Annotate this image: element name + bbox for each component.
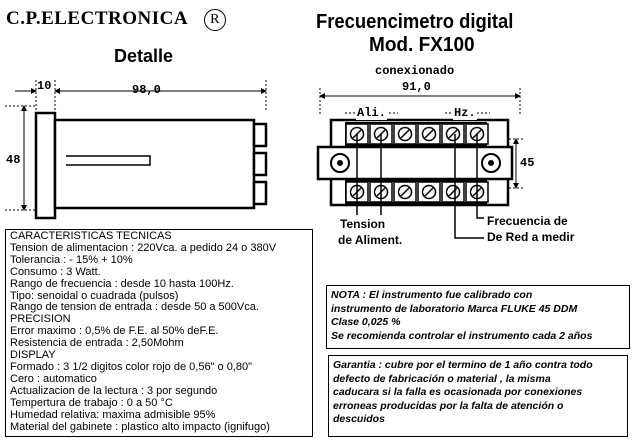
specs-line: Rango de tension de entrada : desde 50 a… — [10, 301, 259, 314]
warranty-line: descuidos — [333, 413, 385, 425]
dim-height-label: 48 — [6, 153, 21, 167]
leader-lines — [356, 134, 484, 239]
warranty-line: Garantia : cubre por el termino de 1 año… — [333, 359, 593, 371]
specs-line: Tension de alimentacion : 220Vca. a pedi… — [10, 241, 277, 254]
note-line: Se recomienda controlar el instrumento c… — [331, 329, 593, 342]
specs-line: Cero : automatico — [10, 372, 97, 385]
specs-line: Material del gabinete : plastico alto im… — [10, 420, 270, 433]
registered-mark: R — [204, 8, 227, 31]
warranty-box: Garantia : cubre por el termino de 1 año… — [328, 355, 628, 437]
screw-slot — [400, 187, 410, 197]
specs-line: Humedad relativa: maxima admisible 95% — [10, 408, 216, 421]
dim-length-label: 98,0 — [132, 83, 161, 97]
warranty-line: defecto de fabricación o material , la m… — [333, 372, 551, 385]
specs-line: Tempertura de trabajo : 0 a 50 °C — [10, 396, 173, 409]
terminal-label-ali: Ali. — [356, 106, 387, 120]
dim-front-label: 10 — [37, 79, 52, 93]
specs-line: Formado : 3 1/2 digitos color rojo de 0,… — [10, 360, 253, 373]
specs-line: Rango de frecuencia : desde 10 hasta 100… — [10, 277, 234, 290]
product-title: Frecuencimetro digital — [316, 11, 514, 33]
detail-title: Detalle — [114, 46, 174, 66]
warranty-line: erroneas producidas por la falta de aten… — [333, 399, 564, 412]
note-line: Clase 0,025 % — [331, 316, 401, 328]
specs-line: Consumo : 3 Watt. — [10, 265, 101, 278]
specs-line: CARACTERISTICAS TECNICAS — [10, 230, 172, 242]
specs-line: Error maximo : 0,5% de F.E. al 50% deF.E… — [10, 325, 219, 338]
label-tension: Tension de Aliment. — [338, 217, 403, 247]
note-line: instrumento de laboratorio Marca FLUKE 4… — [331, 302, 578, 315]
warranty-line: caducara si la falla es ocasionada por c… — [333, 386, 583, 398]
label-frequency: Frecuencia de De Red a medir — [487, 214, 575, 244]
screw-slot — [448, 129, 458, 139]
specs-line: Tipo: senoidal o cuadrada (pulsos) — [10, 289, 179, 302]
screw-slot — [424, 129, 434, 139]
specs-line: DISPLAY — [10, 349, 56, 362]
specs-line: PRECISION — [10, 313, 71, 326]
note-line: NOTA : El instrumento fue calibrado con — [331, 289, 533, 301]
connection-title: conexionado — [375, 64, 455, 78]
terminal-label-hz: Hz. — [453, 106, 477, 120]
specs-line: Actualizacion de la lectura : 3 por segu… — [10, 384, 218, 397]
dim-height-conn-label: 45 — [520, 156, 535, 170]
product-model: Mod. FX100 — [369, 34, 475, 56]
screw-slot — [424, 187, 434, 197]
specs-line: Tolerancia : - 15% + 10% — [10, 253, 133, 266]
side-view-drawing — [5, 80, 268, 220]
screw-slot — [400, 129, 410, 139]
specs-line: Resistencia de entrada : 2,50Mohm — [10, 337, 184, 350]
dim-width-label: 91,0 — [402, 80, 431, 94]
terminal-screws — [345, 123, 489, 203]
